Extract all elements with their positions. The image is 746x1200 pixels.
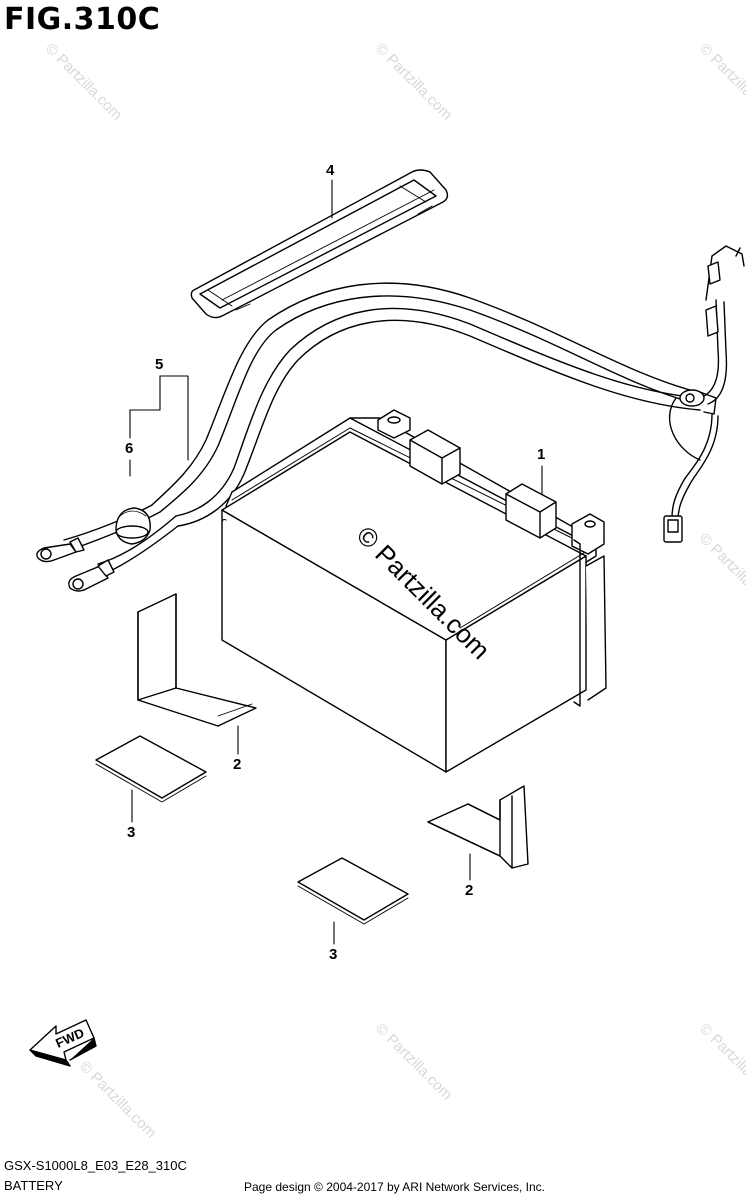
battery-band <box>190 169 449 319</box>
callout-2-right: 2 <box>465 882 474 899</box>
callout-4: 4 <box>326 162 335 179</box>
section-name: BATTERY <box>4 1178 63 1193</box>
figure-title: FIG.310C <box>4 2 161 37</box>
callout-3-right: 3 <box>329 946 338 963</box>
callout-1: 1 <box>537 446 546 463</box>
terminal-cap <box>115 507 151 545</box>
fwd-arrow-icon: FWD <box>29 1019 97 1067</box>
leader-lines <box>129 179 543 945</box>
battery <box>221 409 607 773</box>
callout-6: 6 <box>125 440 134 457</box>
callout-5: 5 <box>155 356 164 373</box>
lead-wire-assembly <box>36 245 745 592</box>
pad-left <box>95 735 207 803</box>
bracket-left <box>137 593 257 727</box>
copyright-notice: Page design © 2004-2017 by ARI Network S… <box>244 1180 546 1194</box>
callout-2-left: 2 <box>233 756 242 773</box>
bracket-right <box>427 785 529 869</box>
model-code: GSX-S1000L8_E03_E28_310C <box>4 1158 187 1173</box>
callout-3-left: 3 <box>127 824 136 841</box>
pad-right <box>297 857 409 925</box>
